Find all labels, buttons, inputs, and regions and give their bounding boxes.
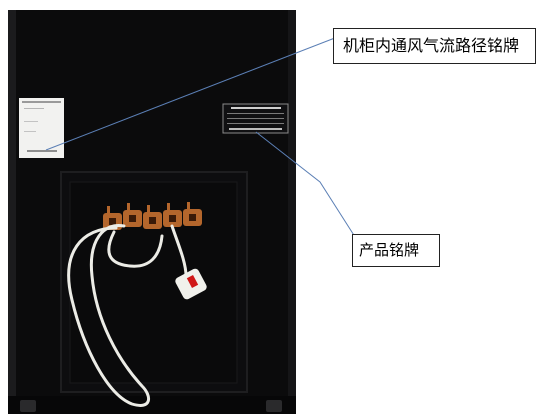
leader-line-product bbox=[255, 131, 358, 241]
cabinet-edge-right bbox=[288, 10, 296, 414]
socket bbox=[183, 202, 202, 226]
airflow-nameplate-callout: 机柜内通风气流路径铭牌 bbox=[333, 28, 536, 64]
airflow-path-nameplate bbox=[19, 98, 64, 158]
cabinet-edge-left bbox=[8, 10, 16, 414]
power-plug bbox=[175, 268, 207, 300]
socket bbox=[123, 203, 142, 227]
product-nameplate-callout: 产品铭牌 bbox=[352, 234, 440, 267]
product-nameplate bbox=[222, 103, 289, 134]
cabinet-foot-left bbox=[20, 400, 36, 412]
cabinet-bottom-strip bbox=[8, 396, 296, 414]
cabinet-foot-right bbox=[266, 400, 282, 412]
socket bbox=[143, 205, 162, 229]
leader-line-airflow bbox=[45, 35, 341, 151]
power-cable bbox=[67, 223, 188, 407]
socket bbox=[163, 203, 182, 227]
recessed-panel bbox=[60, 171, 248, 393]
